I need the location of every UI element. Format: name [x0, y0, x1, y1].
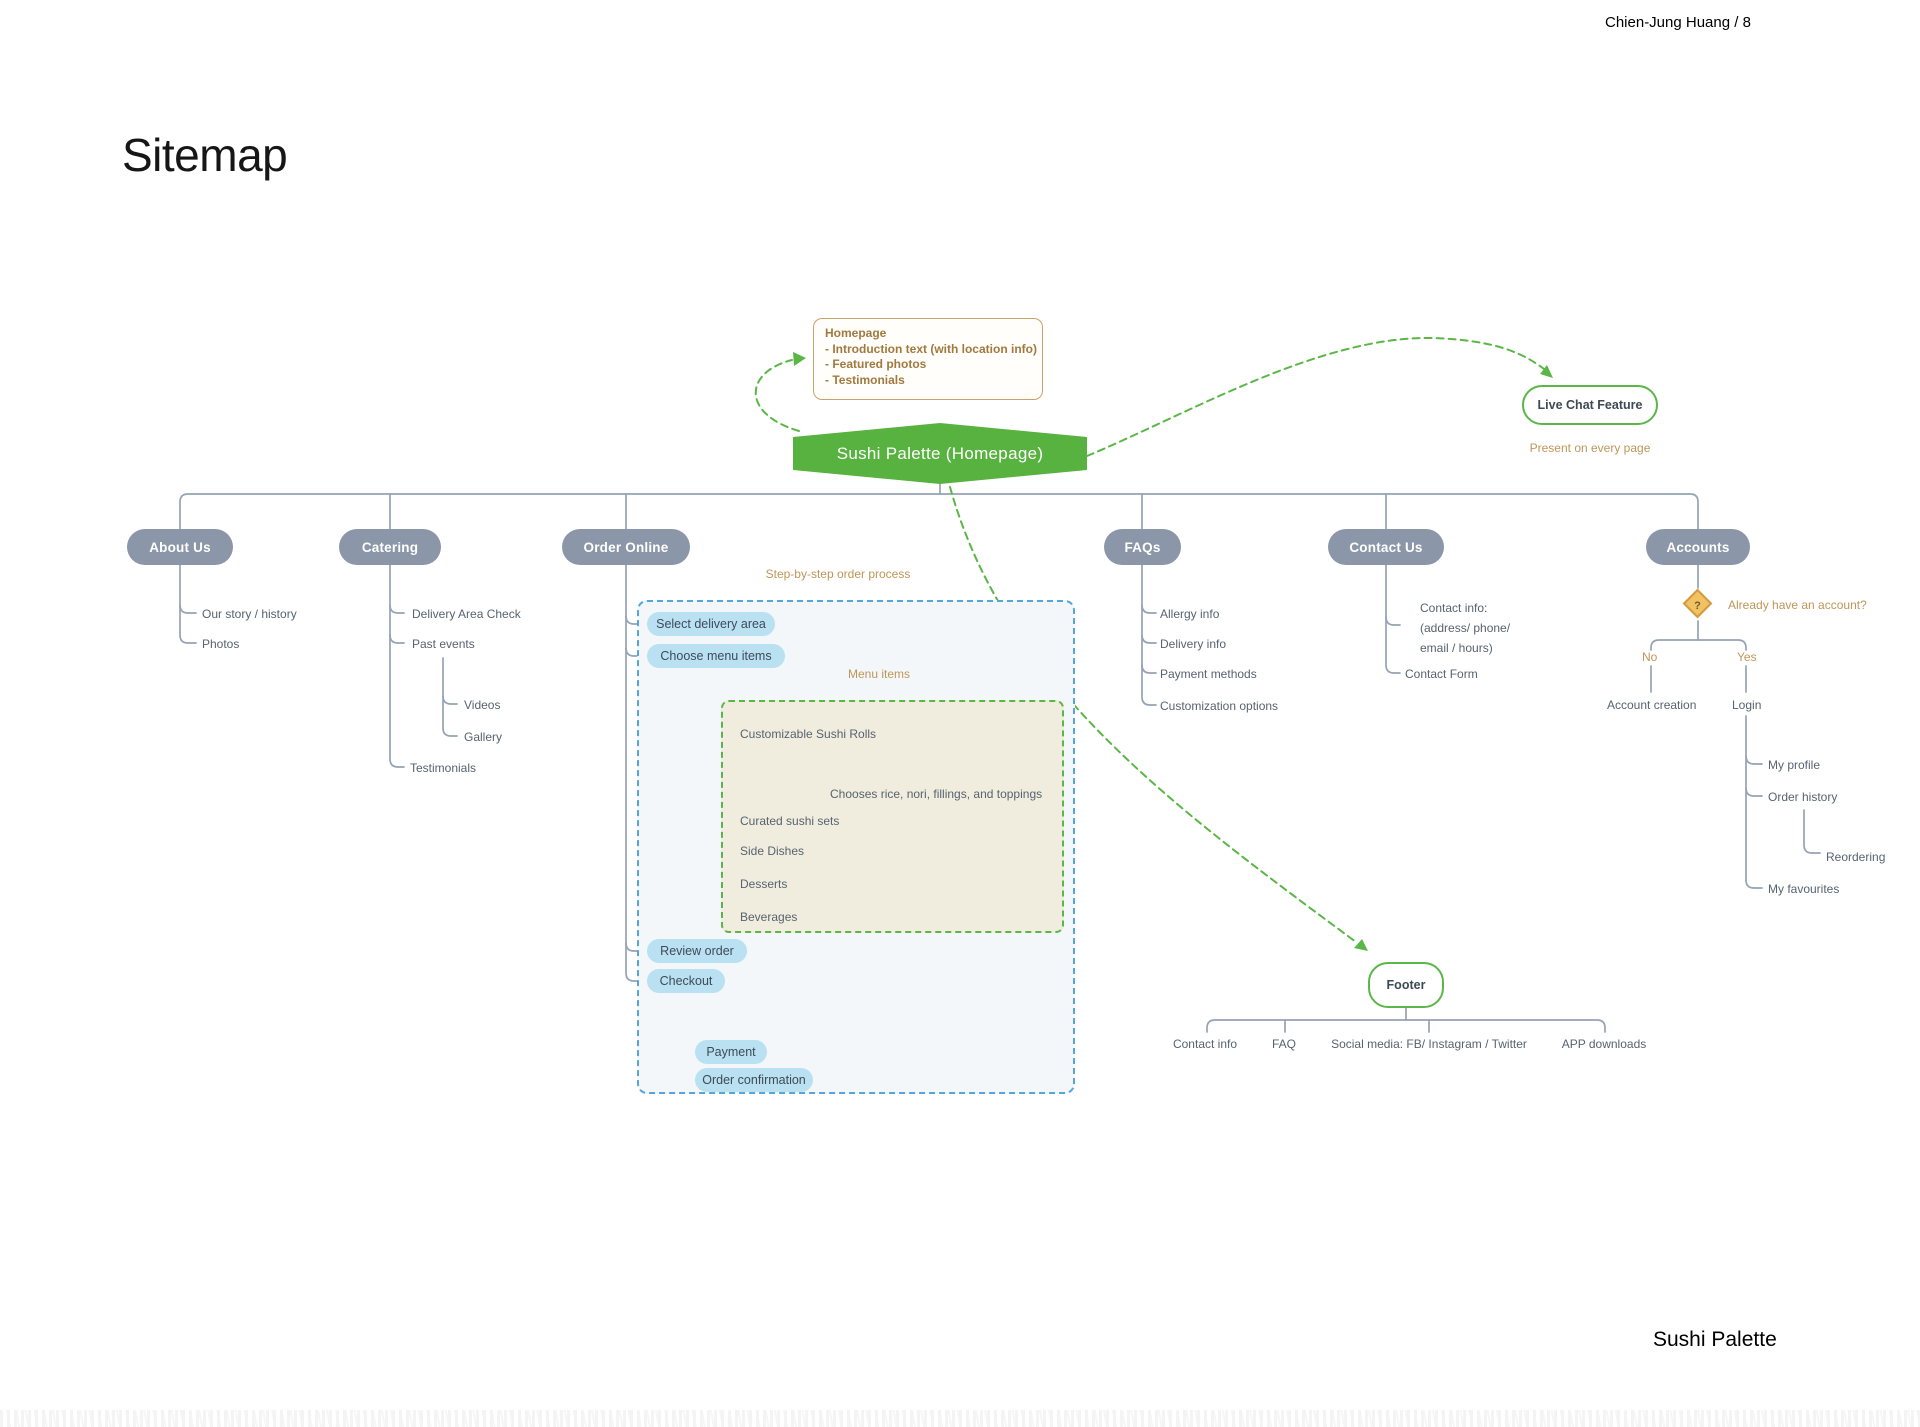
menu-item: Customizable Sushi Rolls — [740, 727, 877, 741]
page-edge-artifact — [0, 1410, 1920, 1427]
footer-child: Social media: FB/ Instagram / Twitter — [1331, 1037, 1527, 1051]
footer-child: Contact info — [1172, 1037, 1238, 1051]
catering-child: Gallery — [464, 730, 503, 744]
arrow-to-homepage-note — [754, 359, 800, 432]
contact-info-line: (address/ phone/ — [1420, 621, 1511, 635]
root-node-homepage: Sushi Palette (Homepage) — [793, 423, 1087, 484]
order-step: Choose menu items — [647, 644, 785, 668]
login-child: My favourites — [1768, 882, 1840, 896]
accounts-yes-child: Login — [1732, 698, 1762, 712]
catering-child: Testimonials — [410, 761, 477, 775]
section-contact-us: Contact Us — [1328, 529, 1444, 565]
author-credit: Chien-Jung Huang / 8 — [1605, 14, 1751, 31]
section-order-online: Order Online — [562, 529, 690, 565]
footer-child: APP downloads — [1561, 1037, 1647, 1051]
footer-node: Footer — [1368, 962, 1444, 1008]
brand-footer: Sushi Palette — [1653, 1328, 1777, 1351]
menu-item: Side Dishes — [740, 844, 805, 858]
menu-item: Beverages — [740, 910, 798, 924]
arrow-to-footer — [949, 486, 1357, 943]
faq-child: Customization options — [1160, 699, 1279, 713]
order-step: Review order — [647, 939, 747, 963]
section-accounts: Accounts — [1646, 529, 1750, 565]
homepage-note-box: Homepage - Introduction text (with locat… — [813, 318, 1043, 400]
menu-item-detail: Chooses rice, nori, fillings, and toppin… — [830, 787, 1043, 801]
login-child: My profile — [1768, 758, 1821, 772]
accounts-branch-yes: Yes — [1737, 650, 1757, 664]
homepage-note-title: Homepage — [825, 326, 887, 340]
arrowhead-livechat — [1540, 365, 1553, 378]
homepage-note-line: - Introduction text (with location info) — [825, 341, 1037, 356]
contact-info-line: email / hours) — [1420, 641, 1493, 655]
menu-items-label: Menu items — [847, 667, 911, 681]
page-title: Sitemap — [122, 129, 288, 181]
about-child: Photos — [202, 637, 240, 651]
decision-question-mark: ? — [1694, 599, 1701, 612]
arrow-to-live-chat — [1086, 336, 1545, 457]
footer-child: FAQ — [1271, 1037, 1296, 1051]
arrowheads — [793, 352, 1553, 951]
login-child: Reordering — [1826, 850, 1886, 864]
live-chat-note: Present on every page — [1529, 441, 1651, 455]
arrowhead-footer — [1354, 939, 1368, 951]
menu-items-panel — [721, 700, 1064, 933]
homepage-note-line: - Featured photos — [825, 357, 927, 371]
accounts-no-child: Account creation — [1607, 698, 1697, 712]
catering-child: Delivery Area Check — [412, 607, 521, 621]
menu-item: Curated sushi sets — [740, 814, 840, 828]
faq-child: Delivery info — [1160, 637, 1227, 651]
section-about-us: About Us — [127, 529, 233, 565]
accounts-branch-no: No — [1642, 650, 1658, 664]
order-step: Order confirmation — [695, 1068, 813, 1092]
dashed-reference-arrows — [754, 336, 1545, 943]
faq-child: Allergy info — [1160, 607, 1220, 621]
login-child: Order history — [1768, 790, 1838, 804]
arrowhead-homepage — [793, 352, 806, 366]
faq-child: Payment methods — [1160, 667, 1257, 681]
order-step: Select delivery area — [647, 612, 775, 636]
about-child: Our story / history — [202, 607, 297, 621]
contact-form-child: Contact Form — [1405, 667, 1478, 681]
order-step: Checkout — [647, 969, 725, 993]
contact-info-line: Contact info: — [1420, 601, 1488, 615]
accounts-question: Already have an account? — [1728, 598, 1867, 612]
main-rail — [179, 493, 1699, 531]
order-process-label: Step-by-step order process — [765, 567, 911, 581]
live-chat-node: Live Chat Feature — [1522, 385, 1658, 425]
section-catering: Catering — [339, 529, 441, 565]
section-faqs: FAQs — [1104, 529, 1181, 565]
menu-item: Desserts — [740, 877, 788, 891]
catering-child: Videos — [464, 698, 501, 712]
homepage-note-line: - Testimonials — [825, 372, 905, 387]
catering-child: Past events — [412, 637, 475, 651]
order-step: Payment — [695, 1040, 767, 1064]
